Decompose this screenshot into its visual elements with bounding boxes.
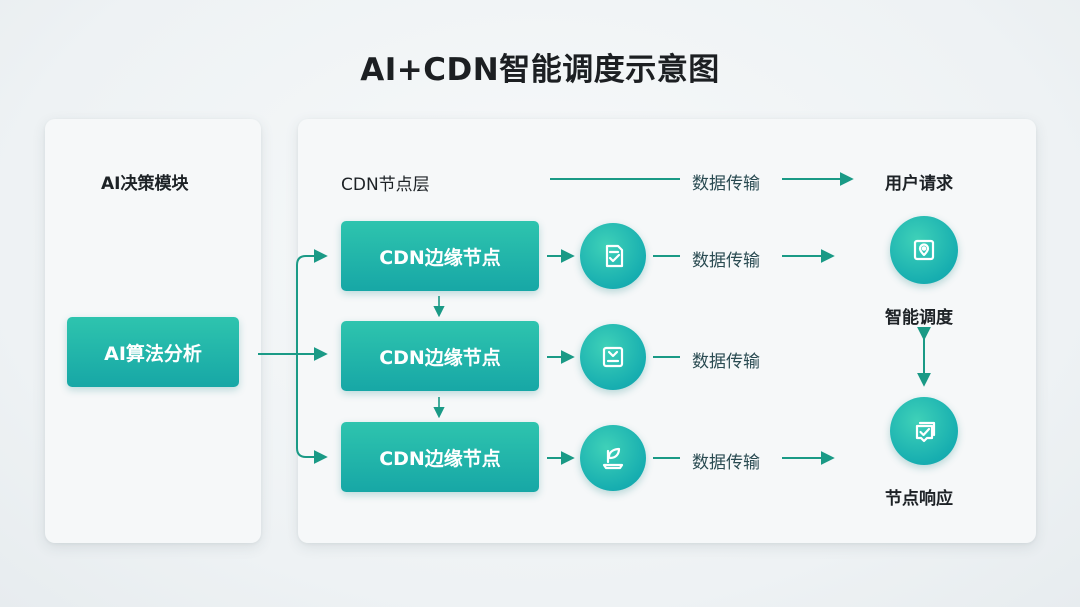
- diagram-title: AI+CDN智能调度示意图: [360, 52, 720, 88]
- cdn-edge-node-2: CDN边缘节点: [341, 321, 539, 391]
- edge-flow-label-3: 数据传输: [692, 453, 760, 473]
- map-pin-icon: [890, 216, 958, 284]
- arrow-branch-to-node-3: [296, 354, 328, 464]
- monitor-icon: [580, 324, 646, 390]
- node-response-label: 节点响应: [885, 489, 953, 509]
- chat-check-icon: [890, 397, 958, 465]
- top-flow-label: 数据传输: [692, 174, 760, 194]
- user-request-label: 用户请求: [885, 174, 953, 194]
- arrow-branch-to-node-1: [296, 249, 328, 354]
- edge-flow-label-2: 数据传输: [692, 352, 760, 372]
- smart-dispatch-label: 智能调度: [885, 308, 953, 328]
- ai-decision-heading: AI决策模块: [101, 174, 189, 194]
- leaf-terminal-icon: [580, 425, 646, 491]
- cdn-layer-heading: CDN节点层: [341, 175, 430, 195]
- edge-flow-label-1: 数据传输: [692, 251, 760, 271]
- checklist-icon: [580, 223, 646, 289]
- cdn-edge-node-1: CDN边缘节点: [341, 221, 539, 291]
- cdn-edge-node-3: CDN边缘节点: [341, 422, 539, 492]
- ai-algorithm-box: AI算法分析: [67, 317, 239, 387]
